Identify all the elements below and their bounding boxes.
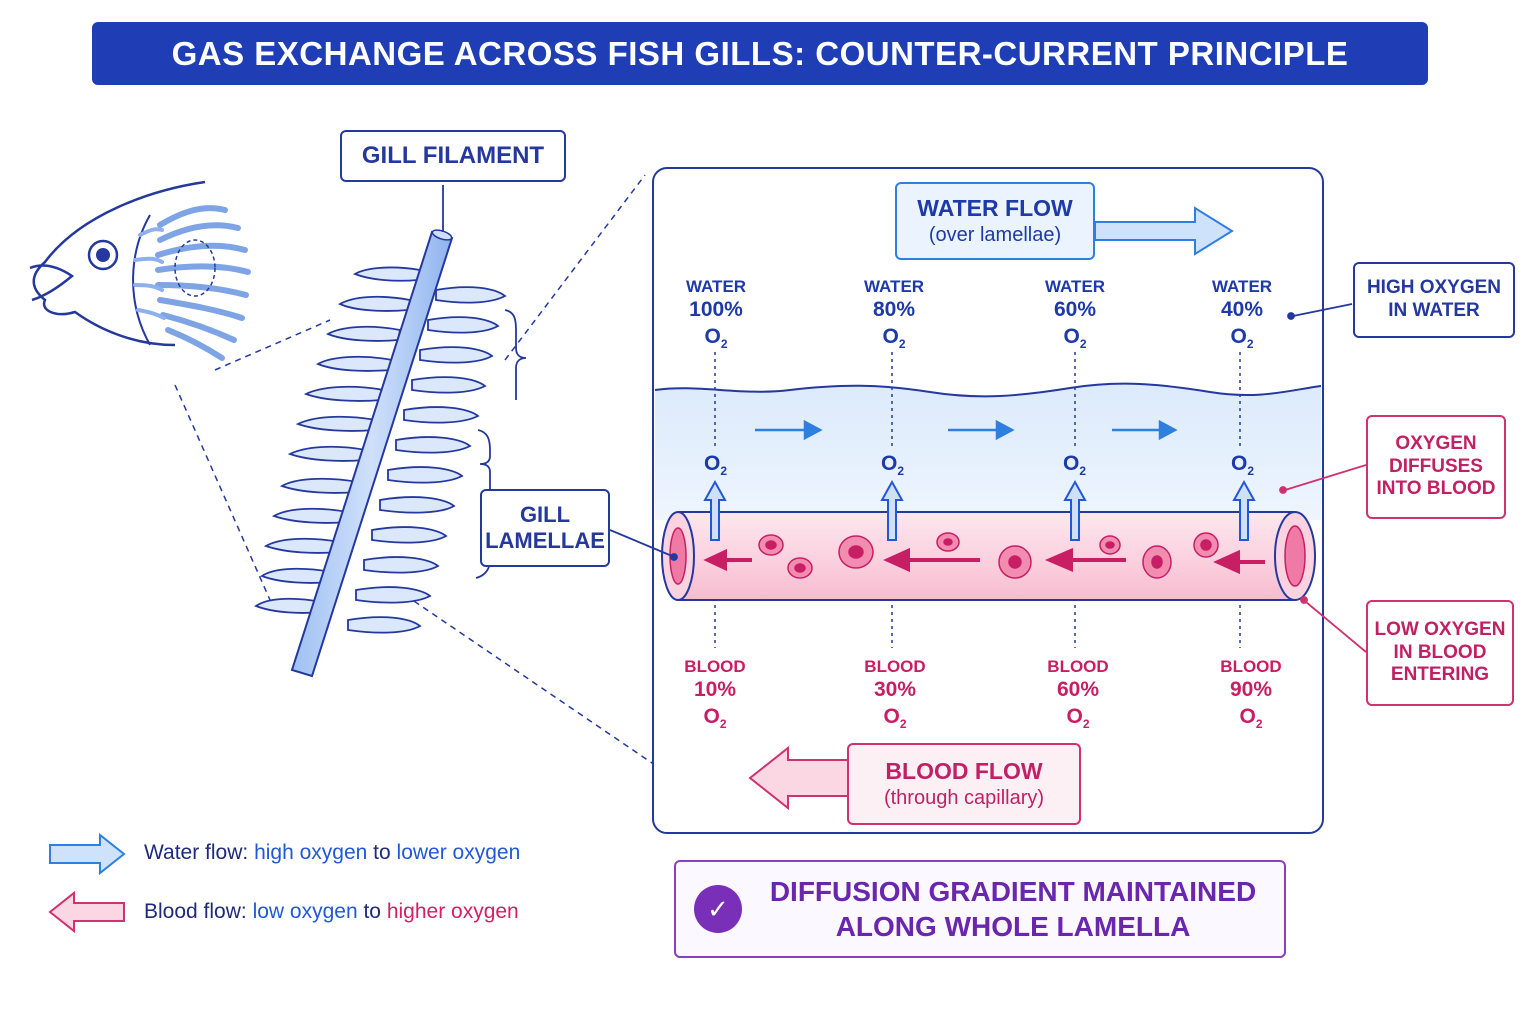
column-guides bbox=[714, 352, 1241, 648]
low-oxygen-callout: LOW OXYGEN IN BLOOD ENTERING bbox=[1366, 600, 1514, 706]
page-title: GAS EXCHANGE ACROSS FISH GILLS: COUNTER-… bbox=[92, 22, 1428, 85]
high-oxygen-callout: HIGH OXYGEN IN WATER bbox=[1353, 262, 1515, 338]
gill-filament-illustration bbox=[254, 185, 527, 678]
blood-o2-label: BLOOD 90% O2 bbox=[1220, 657, 1282, 731]
blood-flow-label: BLOOD FLOW (through capillary) bbox=[847, 743, 1081, 825]
o2-label: O2 bbox=[1063, 452, 1087, 479]
water-o2-label: WATER 100% O2 bbox=[685, 277, 747, 351]
gill-lamellae-label: GILL LAMELLAE bbox=[480, 489, 610, 567]
water-o2-label: WATER 40% O2 bbox=[1211, 277, 1273, 351]
summary-line-2: ALONG WHOLE LAMELLA bbox=[835, 911, 1191, 942]
water-flow-arrow bbox=[1094, 206, 1234, 256]
red-blood-cells bbox=[758, 532, 1219, 579]
water-surface bbox=[654, 382, 1322, 398]
legend-water: Water flow: high oxygen to lower oxygen bbox=[144, 841, 521, 864]
callout-pointers bbox=[609, 303, 1367, 653]
blood-capillary bbox=[661, 511, 1316, 601]
water-o2-label: WATER 60% O2 bbox=[1044, 277, 1106, 351]
legend-water-arrow-icon bbox=[49, 832, 126, 876]
summary-line-1: DIFFUSION GRADIENT MAINTAINED bbox=[769, 876, 1257, 907]
gill-filament-label: GILL FILAMENT bbox=[340, 130, 566, 182]
blood-o2-label: BLOOD 30% O2 bbox=[864, 657, 926, 731]
blood-o2-label: BLOOD 10% O2 bbox=[684, 657, 746, 731]
water-flow-label: WATER FLOW (over lamellae) bbox=[895, 182, 1095, 260]
check-icon: ✓ bbox=[694, 885, 742, 933]
water-direction-arrows bbox=[755, 419, 1178, 441]
fish-head-illustration bbox=[29, 180, 251, 361]
blood-flow-arrow bbox=[748, 745, 849, 811]
blood-o2-label: BLOOD 60% O2 bbox=[1047, 657, 1109, 731]
o2-diffusion-arrows bbox=[703, 479, 1256, 541]
water-o2-label: WATER 80% O2 bbox=[863, 277, 925, 351]
o2-label: O2 bbox=[881, 452, 905, 479]
o2-label: O2 bbox=[704, 452, 728, 479]
zoom-connector-lines bbox=[174, 174, 656, 766]
summary-box: ✓ DIFFUSION GRADIENT MAINTAINED ALONG WH… bbox=[674, 860, 1286, 958]
water-region bbox=[655, 383, 1321, 520]
o2-label: O2 bbox=[1231, 452, 1255, 479]
blood-direction-arrows bbox=[703, 547, 1265, 575]
oxygen-diffuses-callout: OXYGEN DIFFUSES INTO BLOOD bbox=[1366, 415, 1506, 519]
legend-blood: Blood flow: low oxygen to higher oxygen bbox=[144, 900, 519, 923]
legend-blood-arrow-icon bbox=[48, 890, 125, 934]
